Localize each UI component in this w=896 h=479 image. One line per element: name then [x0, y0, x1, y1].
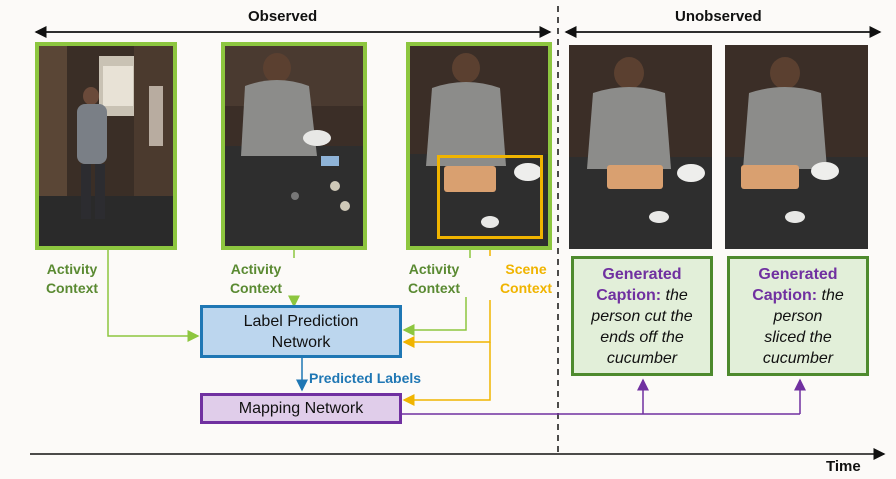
caption-2-heading-2: Caption: [752, 287, 818, 304]
caption-2-heading: Generated [758, 266, 838, 283]
generated-caption-2: Generated Caption: the person sliced the… [727, 256, 869, 376]
scene-to-label-connector [402, 300, 491, 348]
observed-label: Observed [248, 8, 318, 25]
caption-1-heading: Generated [602, 266, 682, 283]
activity-1-connector [107, 248, 200, 342]
video-frame-4 [569, 45, 712, 249]
scene-context-highlight [437, 155, 543, 239]
predicted-labels-label: Predicted Labels [309, 370, 422, 386]
video-frame-2 [221, 42, 367, 250]
frame-1-image [39, 46, 173, 246]
frame-5-image [725, 45, 868, 249]
frame-2-image [225, 46, 363, 246]
label-prediction-network-box: Label Prediction Network [200, 305, 402, 358]
unobserved-label: Unobserved [675, 8, 762, 25]
mapping-network-box: Mapping Network [200, 393, 402, 424]
frame-4-image [569, 45, 712, 249]
scene-to-mapping-connector [402, 342, 491, 406]
frame-3-image [410, 46, 548, 246]
activity-3-connector [402, 297, 467, 336]
generated-caption-1: Generated Caption: the person cut the en… [571, 256, 713, 376]
video-frame-5 [725, 45, 868, 249]
caption-1-heading-2: Caption: [596, 287, 662, 304]
video-frame-1 [35, 42, 177, 250]
video-frame-3 [406, 42, 552, 250]
time-label: Time [826, 458, 861, 475]
